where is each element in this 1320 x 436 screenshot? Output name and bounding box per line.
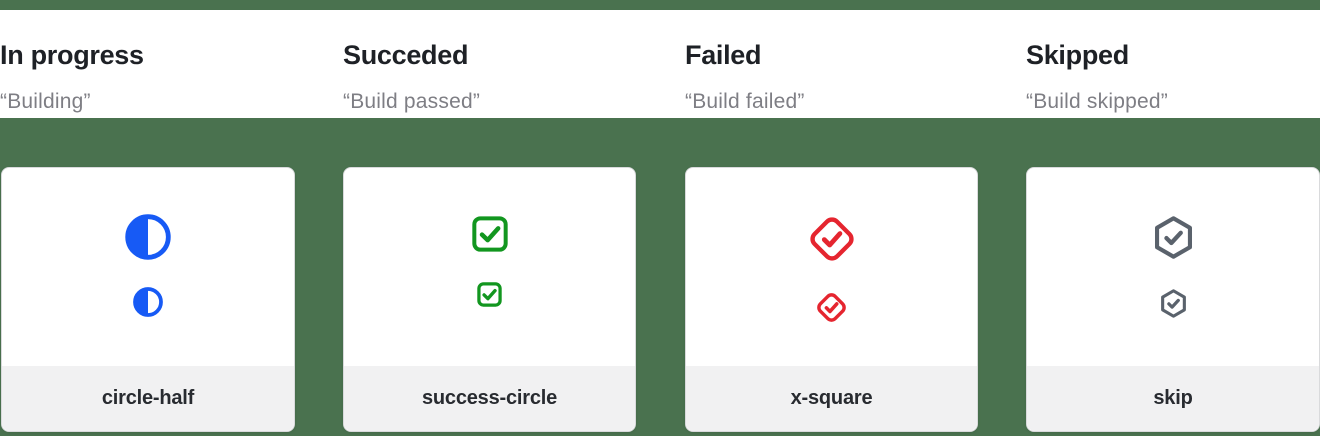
card-footer: skip [1027,366,1319,431]
card-x-square: x-square [685,167,978,432]
status-title: In progress [0,40,144,70]
card-success-circle: success-circle [343,167,636,432]
diamond-check-icon [807,214,857,264]
hexagon-check-icon [1150,214,1197,261]
check-square-icon [470,214,510,254]
status-title: Skipped [1026,40,1129,70]
card-footer: x-square [686,366,977,431]
diamond-check-icon [815,291,848,324]
status-subtitle: “Build failed” [685,90,805,114]
column-header-succeded: Succeded “Build passed” [343,40,643,114]
card-footer: success-circle [344,366,635,431]
icon-name-label: circle-half [101,387,195,409]
top-green-strip [0,0,1320,10]
icon-name-label: x-square [790,387,873,409]
circle-half-icon [133,287,163,317]
status-subtitle: “Building” [0,90,91,114]
status-subtitle: “Build passed” [343,90,481,114]
card-circle-half: circle-half [1,167,295,432]
column-header-skipped: Skipped “Build skipped” [1026,40,1320,114]
column-header-failed: Failed “Build failed” [685,40,985,114]
card-body [2,168,294,368]
card-body [1027,168,1319,368]
card-skip: skip [1026,167,1320,432]
status-title: Succeded [343,40,469,70]
card-body [344,168,635,368]
card-body [686,168,977,368]
icon-name-label: success-circle [421,387,558,409]
column-header-in-progress: In progress “Building” [0,40,300,114]
hexagon-check-icon [1158,288,1189,319]
circle-half-icon [125,214,171,260]
card-footer: circle-half [2,366,294,431]
status-title: Failed [685,40,762,70]
check-square-icon [476,281,503,308]
icon-name-label: skip [1153,387,1193,409]
status-subtitle: “Build skipped” [1026,90,1168,114]
